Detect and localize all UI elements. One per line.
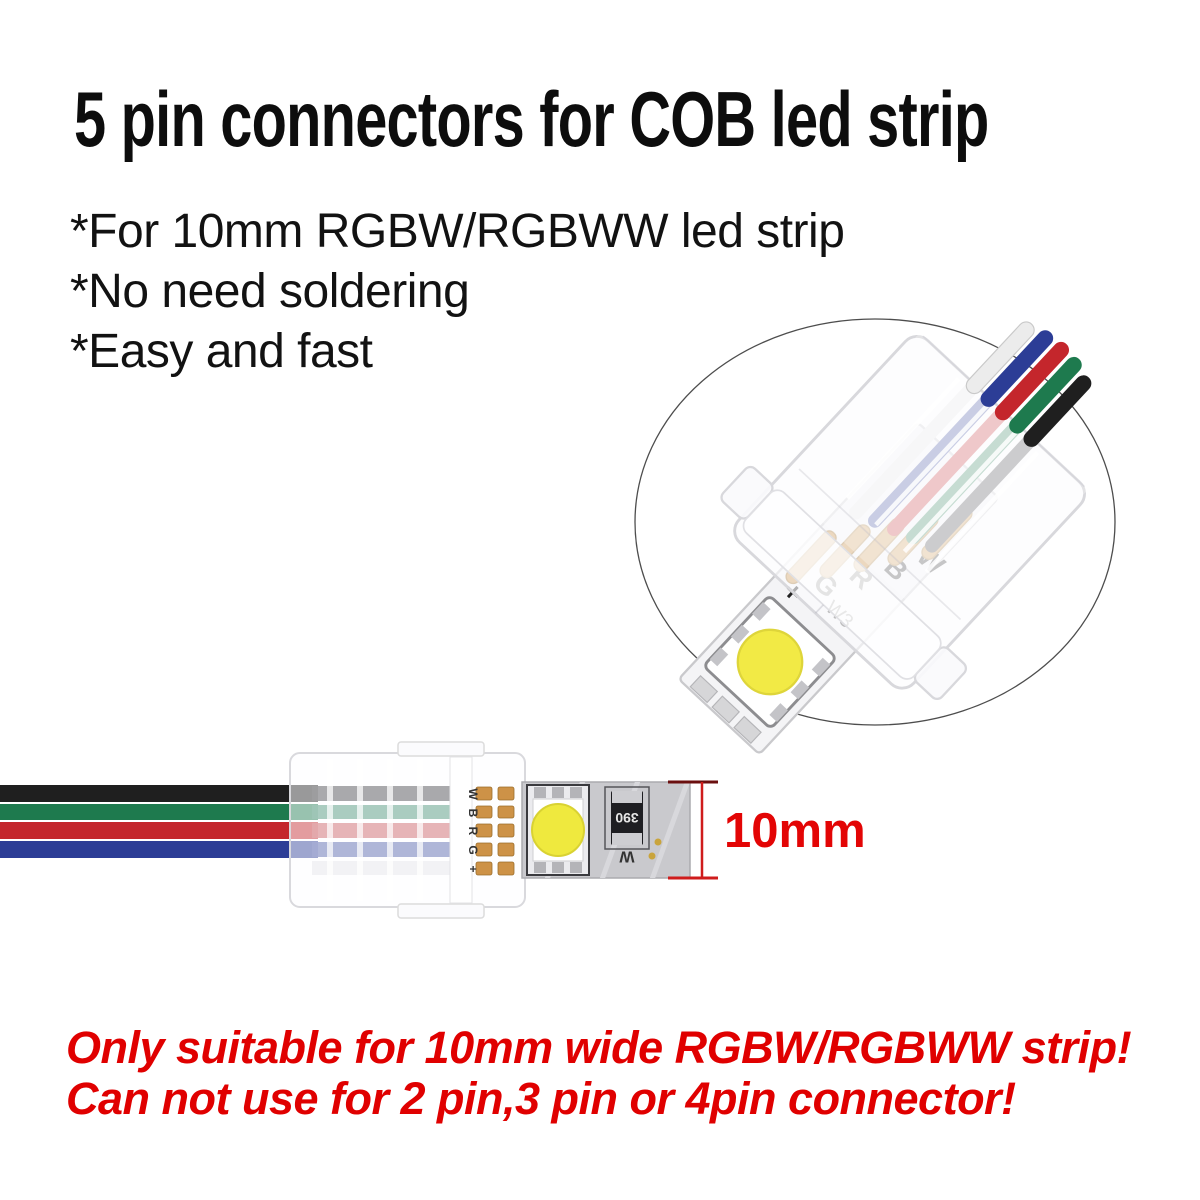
circle-outline	[634, 318, 1116, 726]
led-phosphor	[531, 803, 585, 857]
resistor: 390	[604, 786, 650, 850]
led-strip-pcb: 390 W	[521, 781, 691, 879]
dimension-callout: 10mm	[668, 780, 866, 880]
connector-tab-top	[397, 741, 485, 757]
pad-label-b: B	[466, 809, 480, 818]
test-point-dot	[648, 852, 656, 860]
feature-line-1: *For 10mm RGBW/RGBWW led strip	[70, 205, 845, 258]
feature-list: *For 10mm RGBW/RGBWW led strip *No need …	[70, 202, 845, 382]
connector-press-cap	[742, 489, 942, 680]
connector-ribs	[327, 759, 423, 901]
wire-black	[0, 785, 318, 802]
wire-bundle	[0, 785, 318, 858]
wire-red	[0, 822, 318, 839]
wire-green	[0, 804, 318, 820]
strip-pad-labels: W B R G +	[466, 788, 480, 872]
pad-label-r: R	[466, 827, 480, 836]
feature-line-3: *Easy and fast	[70, 325, 373, 378]
connector-closeup-photo: + G R B W W3	[634, 318, 1116, 754]
connector-center-bar	[449, 756, 473, 904]
connector-tab-bottom	[397, 903, 485, 919]
resistor-value: 390	[615, 810, 639, 826]
dimension-label: 10mm	[724, 804, 866, 858]
feature-line-2: *No need soldering	[70, 265, 470, 318]
connector-strip-photo: W B R G + 390 W	[0, 741, 866, 919]
pad-label-plus: +	[466, 865, 480, 872]
test-point-dot	[654, 838, 662, 846]
wire-black	[1023, 375, 1092, 447]
connector-assembly: + G R B W W3	[679, 321, 1092, 754]
wire-bundle	[965, 321, 1092, 447]
led-chip	[704, 596, 836, 728]
warning-line-2: Can not use for 2 pin,3 pin or 4pin conn…	[66, 1073, 1016, 1124]
strip-tip-pads	[689, 675, 762, 745]
pad-label-w: W	[466, 788, 480, 800]
warning-text: Only suitable for 10mm wide RGBW/RGBWW s…	[66, 1022, 1132, 1124]
warning-line-1: Only suitable for 10mm wide RGBW/RGBWW s…	[66, 1022, 1132, 1073]
connector-body	[720, 331, 1090, 701]
pad-label-g: G	[466, 845, 480, 854]
wire-white	[965, 321, 1035, 395]
copper-contacts	[475, 786, 515, 876]
led-chip	[526, 784, 590, 876]
channel-marking-w: W	[619, 848, 635, 865]
wire-blue	[0, 841, 318, 858]
wire-red	[994, 341, 1070, 421]
wire-blue	[980, 330, 1054, 407]
wire-green	[1009, 356, 1082, 434]
connector-ribs	[845, 377, 1040, 574]
led-phosphor	[736, 628, 804, 696]
page-title: 5 pin connectors for COB led strip	[74, 75, 989, 163]
connector-body: W B R G +	[289, 741, 526, 919]
